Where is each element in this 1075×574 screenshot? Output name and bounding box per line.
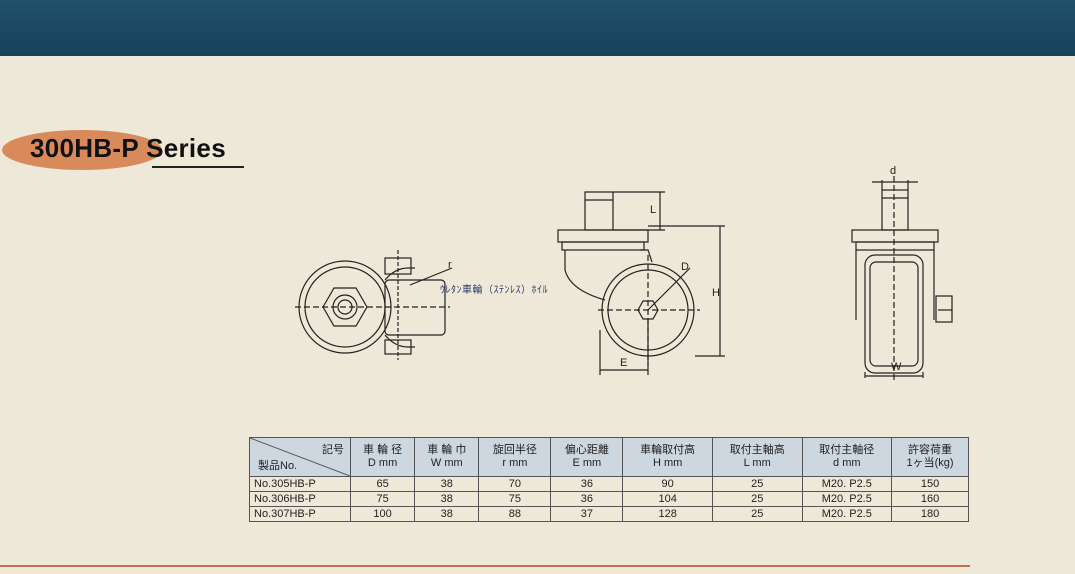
product-number: No.307HB-P <box>249 506 351 522</box>
table-cell: 128 <box>622 506 713 522</box>
column-name: 旋回半径 <box>492 444 537 456</box>
table-cell: 36 <box>550 476 624 492</box>
column-unit: H mm <box>652 457 683 469</box>
column-unit: r mm <box>502 457 528 469</box>
column-name: 取付主軸高 <box>729 444 785 456</box>
label-L: L <box>650 204 656 216</box>
table-cell: 38 <box>414 476 480 492</box>
caster-front-view: d W <box>851 165 953 380</box>
corner-bottom-label: 製品No. <box>258 460 298 472</box>
table-cell: 88 <box>478 506 552 522</box>
corner-top-label: 記号 <box>322 444 344 456</box>
label-H: H <box>712 287 720 299</box>
table-row: No.305HB-P 65 38 70 36 90 25 M20. P2.5 1… <box>249 476 969 492</box>
table-cell: 65 <box>349 476 416 492</box>
table-cell: 37 <box>550 506 624 522</box>
header-band <box>0 0 1075 56</box>
table-cell: M20. P2.5 <box>801 476 893 492</box>
column-unit: d mm <box>833 457 861 469</box>
title-underline <box>152 166 244 168</box>
column-unit: D mm <box>367 457 398 469</box>
table-cell: 150 <box>891 476 969 492</box>
material-annotation: ｳﾚﾀﾝ車輪（ｽﾃﾝﾚｽ）ﾎｲﾙ <box>440 285 548 296</box>
corner-diagonal <box>250 438 350 476</box>
product-number: No.306HB-P <box>249 491 351 507</box>
series-title: 300HB-P Series <box>2 126 252 172</box>
corner-header-cell: 記号 製品No. <box>249 437 351 477</box>
column-name: 取付主軸径 <box>819 444 875 456</box>
table-cell: 75 <box>349 491 416 507</box>
table-row: No.306HB-P 75 38 75 36 104 25 M20. P2.5 … <box>249 491 969 507</box>
column-unit: L mm <box>743 457 771 469</box>
label-W: W <box>891 361 902 373</box>
table-cell: 75 <box>478 491 552 507</box>
caster-top-view: r <box>295 250 453 360</box>
column-unit: E mm <box>572 457 602 469</box>
column-unit: W mm <box>430 457 463 469</box>
table-cell: M20. P2.5 <box>801 491 893 507</box>
label-D: D <box>681 261 689 273</box>
label-E: E <box>620 357 627 369</box>
column-name: 車 輪 巾 <box>427 444 467 456</box>
table-cell: 25 <box>711 506 803 522</box>
table-cell: M20. P2.5 <box>801 506 893 522</box>
product-number: No.305HB-P <box>249 476 351 492</box>
caster-side-view: D L H E <box>557 191 725 375</box>
column-name: 偏心距離 <box>564 444 609 456</box>
table-cell: 180 <box>891 506 969 522</box>
column-name: 許容荷重 <box>908 444 953 456</box>
table-cell: 25 <box>711 491 803 507</box>
label-d: d <box>890 165 896 177</box>
table-cell: 38 <box>414 506 480 522</box>
series-title-text: 300HB-P Series <box>30 133 226 163</box>
bottom-rule <box>0 565 970 567</box>
column-unit: 1ヶ当(kg) <box>906 457 954 469</box>
title-accent-ellipse <box>2 130 162 170</box>
column-name: 車輪取付高 <box>640 444 696 456</box>
label-r: r <box>448 259 452 271</box>
table-row: No.307HB-P 100 38 88 37 128 25 M20. P2.5… <box>249 506 969 522</box>
table-cell: 100 <box>349 506 416 522</box>
table-cell: 38 <box>414 491 480 507</box>
table-cell: 70 <box>478 476 552 492</box>
table-cell: 25 <box>711 476 803 492</box>
column-name: 車 輪 径 <box>363 444 403 456</box>
table-cell: 104 <box>622 491 713 507</box>
table-cell: 36 <box>550 491 624 507</box>
table-cell: 160 <box>891 491 969 507</box>
table-cell: 90 <box>622 476 713 492</box>
